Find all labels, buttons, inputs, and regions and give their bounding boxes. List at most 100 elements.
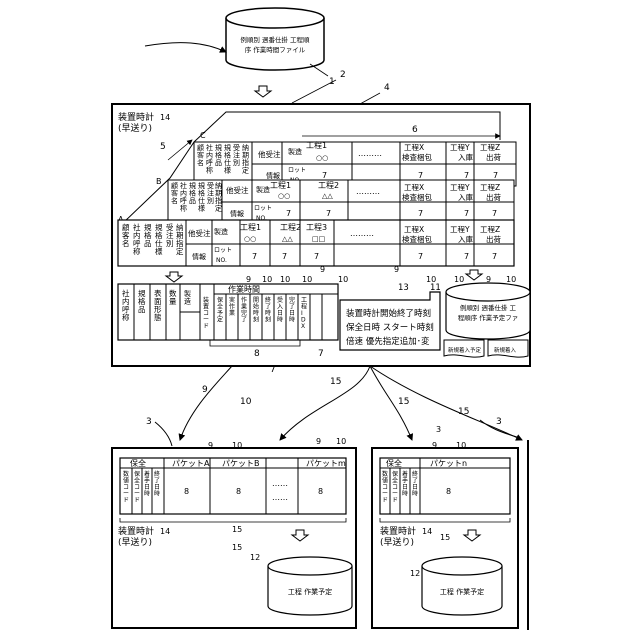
ref-15-conn-a: 15 xyxy=(330,377,341,387)
right-vcol-0: 数値コード xyxy=(382,470,388,504)
clock-sub-main: (早送り) xyxy=(118,122,152,134)
ref-9-left-b: 9 xyxy=(316,437,321,446)
ref-10-d: 10 xyxy=(338,275,348,284)
left-db-label: 工程 作業予定 xyxy=(288,587,332,596)
card-c-vlabel-4: 受注別 xyxy=(233,143,240,167)
card-b-vlabel-1: 社内呼称 xyxy=(180,181,187,213)
left-vcol-2: 着手日時 xyxy=(144,470,150,498)
card-a-val-y: 7 xyxy=(464,252,469,261)
card-c-val-z: 7 xyxy=(493,171,498,180)
left-vcol-1: 保全コード xyxy=(134,470,140,504)
card-b-vlabel-2: 規格品 xyxy=(189,181,196,205)
card-b-val1: 7 xyxy=(286,209,291,218)
card-a-val-x: 7 xyxy=(418,252,423,261)
right-db-label: 工程 作業予定 xyxy=(440,587,484,596)
ref-12-right: 12 xyxy=(410,569,420,578)
right-vcol-1: 保全コード xyxy=(392,470,398,504)
db-top-line2: 序 作業時間ファイル xyxy=(245,45,306,54)
card-c-info: 情報 xyxy=(266,171,280,180)
ref-14-right: 14 xyxy=(422,527,432,536)
down-arrow-mid-left xyxy=(166,272,182,282)
clock-sub-left: (早送り) xyxy=(118,536,152,548)
down-arrow-mid-right xyxy=(466,270,482,280)
ref-10-b: 10 xyxy=(280,275,290,284)
card-c-procz: 工程Z xyxy=(480,143,500,152)
card-b-make: 製造 xyxy=(256,185,270,194)
card-b-proc2: 工程2 xyxy=(318,181,339,190)
ref-9-left: 9 xyxy=(208,441,213,450)
card-c-make: 製造 xyxy=(288,147,302,156)
right-val: 8 xyxy=(446,487,451,496)
card-a-xsub: 検査梱包 xyxy=(402,234,432,244)
ref-3-left: 3 xyxy=(146,417,152,427)
card-c-ysub: 入庫 xyxy=(458,152,473,162)
card-b-vlabel-3: 規格仕様 xyxy=(198,181,205,213)
card-a-procy: 工程Y xyxy=(450,225,470,234)
card-b-val-x: 7 xyxy=(418,209,423,218)
lower-col-make: 製造 xyxy=(184,289,191,306)
card-a-proc3: 工程3 xyxy=(306,223,327,232)
card-b-zsub: 出荷 xyxy=(486,192,501,202)
right-vcol-2: 着手日時 xyxy=(402,470,408,498)
card-b-vlabel-5: 納期指定 xyxy=(215,181,222,213)
ref-9-b: 9 xyxy=(320,265,325,274)
lower-sub-1: 保全予定 xyxy=(217,296,223,324)
ref-15-left-brace: 15 xyxy=(232,525,242,534)
card-a-make: 製造 xyxy=(214,227,228,236)
left-packet-m: パケットm xyxy=(306,459,346,468)
card-a-lot: ロット xyxy=(214,247,232,254)
card-b-ysub: 入庫 xyxy=(458,192,473,202)
lower-table: 作業時間 社内呼称規格品表面形態数量製造装置コード保全予定実作業作業完了開始時刻… xyxy=(118,284,338,340)
left-dots-1: …… xyxy=(272,479,288,488)
ref-10-left: 10 xyxy=(232,441,242,450)
card-c-val: 7 xyxy=(322,171,327,180)
leader-4 xyxy=(360,93,380,104)
right-packet-n: パケットn xyxy=(430,459,467,468)
card-b-procz: 工程Z xyxy=(480,183,500,192)
card-c-vlabel-3: 規格仕様 xyxy=(224,143,231,175)
ref-14-left: 14 xyxy=(160,527,170,536)
card-a-tri: △△ xyxy=(282,235,293,243)
tabs: 新規着入予定 新規着入 xyxy=(444,340,528,357)
ref-10-left-b: 10 xyxy=(336,437,346,446)
ref-2: 2 xyxy=(340,70,346,80)
clock-title-right: 装置時計 xyxy=(380,525,416,537)
card-a-dots: ……… xyxy=(350,229,374,238)
card-b-procy: 工程Y xyxy=(450,183,470,192)
lower-col-1: 規格品 xyxy=(138,289,146,314)
card-a-procx: 工程X xyxy=(404,225,424,234)
card-b-val2: 7 xyxy=(326,209,331,218)
ref-10-f: 10 xyxy=(454,275,464,284)
note-box: 装置時計開始終了時刻 保全日時 スタート時刻 倍速 優先指定追加･変 xyxy=(340,292,440,350)
card-b-proc1: 工程1 xyxy=(270,181,291,190)
note-line3: 倍速 優先指定追加･変 xyxy=(346,336,430,347)
ref-15-conn-c: 15 xyxy=(458,407,469,417)
left-val-b: 8 xyxy=(236,487,241,496)
note-line1: 装置時計開始終了時刻 xyxy=(346,308,431,319)
ref-13: 13 xyxy=(398,283,409,293)
right-panel: 保全 パケットn 8 数値コード保全コード着手日時終了日時 3 9 10 装置時… xyxy=(372,425,528,630)
ref-4: 4 xyxy=(384,83,390,93)
ref-10-c: 10 xyxy=(302,275,312,284)
ref-10-g: 10 xyxy=(506,275,516,284)
card-c-vlabel-5: 納期指定 xyxy=(242,143,249,175)
card-c-vlabel-0: 顧客名 xyxy=(197,143,204,167)
right-vcol-3: 終了日時 xyxy=(412,470,418,498)
left-val-m: 8 xyxy=(318,487,323,496)
card-b-xsub: 検査梱包 xyxy=(402,192,432,202)
card-b-procx: 工程X xyxy=(404,183,424,192)
right-hoshu: 保全 xyxy=(386,458,402,468)
input-arrow xyxy=(145,43,226,52)
card-a-val-z: 7 xyxy=(492,252,497,261)
lower-time-header: 作業時間 xyxy=(228,284,260,294)
card-a-val2: 7 xyxy=(282,252,287,261)
ref-12-left: 12 xyxy=(250,553,260,562)
ref-9-conn: 9 xyxy=(202,385,208,395)
card-a-vlabel-3: 規格仕様 xyxy=(155,223,163,256)
card-a-val1: 7 xyxy=(252,252,257,261)
down-arrow-top xyxy=(255,86,271,97)
card-c-procy: 工程Y xyxy=(450,143,470,152)
db-mid-line2: 程順序 作業予定ファ xyxy=(458,313,519,322)
card-b-val-y: 7 xyxy=(464,209,469,218)
